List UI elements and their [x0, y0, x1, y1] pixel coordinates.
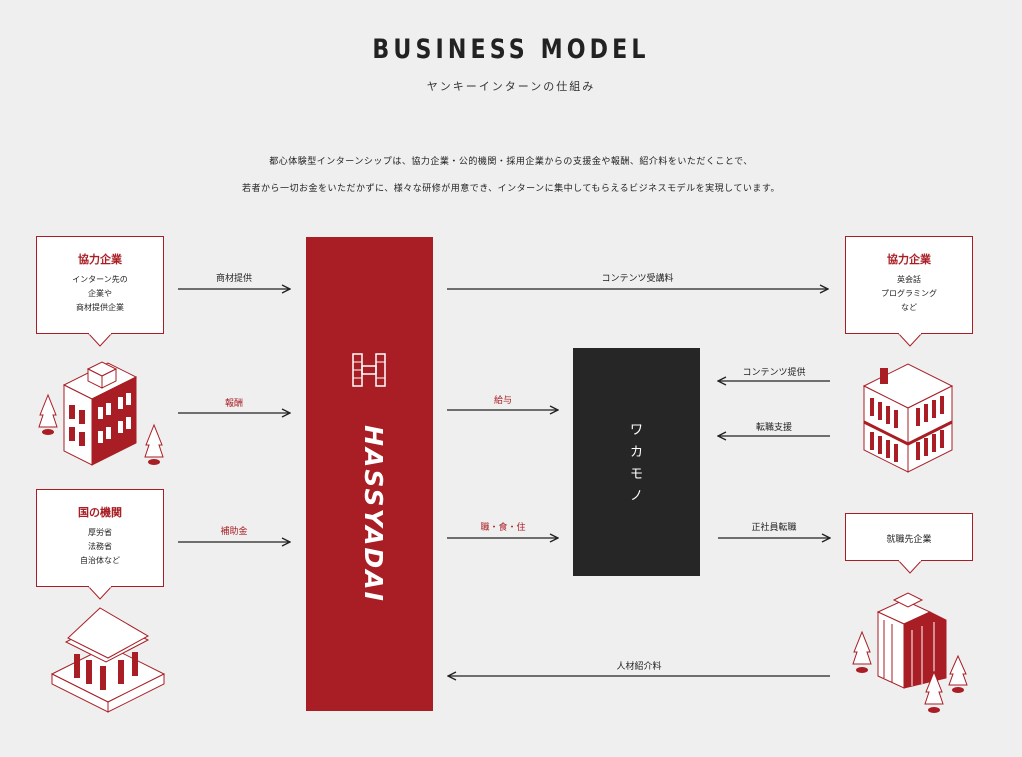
page-subtitle: ヤンキーインターンの仕組み — [426, 80, 596, 93]
callout-body: 英会話 プログラミング など — [881, 275, 937, 312]
label-career-support: 転職支援 — [755, 423, 792, 433]
tree-icon — [144, 423, 164, 465]
office-building-icon — [38, 361, 164, 466]
description-line-1: 都心体験型インターンシップは、協力企業・公的機関・採用企業からの支援金や報酬、紹… — [269, 157, 753, 167]
hassyadai-bar: HASSYADAI — [306, 237, 433, 711]
callout-government-agencies: 国の機関 厚労省 法務省 自治体など — [36, 489, 164, 587]
office-building-icon — [852, 592, 968, 713]
label-full-time-employment: 正社員転職 — [751, 523, 797, 533]
label-content-provision: コンテンツ提供 — [742, 368, 806, 378]
tree-icon — [38, 393, 58, 435]
label-product-supply: 商材提供 — [215, 274, 252, 284]
label-reward: 報酬 — [224, 399, 243, 409]
callout-title: 協力企業 — [887, 253, 931, 266]
callout-employer-companies: 就職先企業 — [845, 513, 973, 561]
wakamono-char: モ — [629, 467, 643, 482]
description-line-2: 若者から一切お金をいただかずに、様々な研修が用意でき、インターンに集中してもらえ… — [242, 184, 780, 194]
page-title: BUSINESS MODEL — [372, 34, 650, 65]
wakamono-char: カ — [629, 445, 643, 460]
callout-tail — [88, 586, 112, 600]
tree-icon — [852, 630, 872, 673]
tree-icon — [948, 654, 968, 693]
tree-icon — [924, 670, 944, 713]
callout-title: 協力企業 — [78, 253, 122, 266]
government-building-icon — [50, 607, 166, 713]
hassyadai-logo-icon — [352, 353, 386, 387]
callout-partner-companies-left: 協力企業 インターン先の 企業や 商材提供企業 — [36, 236, 164, 334]
label-referral-fee: 人材紹介料 — [616, 662, 662, 672]
wakamono-char: ノ — [629, 489, 643, 504]
label-job-food-housing: 職・食・住 — [480, 523, 526, 533]
label-salary: 給与 — [493, 396, 512, 406]
callout-tail — [88, 333, 112, 347]
callout-tail — [898, 560, 922, 574]
label-subsidy: 補助金 — [220, 527, 248, 537]
callout-body: インターン先の 企業や 商材提供企業 — [72, 275, 128, 312]
callout-title: 就職先企業 — [886, 535, 932, 545]
company-building-icon — [862, 363, 954, 473]
callout-body: 厚労省 法務省 自治体など — [80, 528, 120, 565]
label-content-fee: コンテンツ受講料 — [601, 274, 674, 284]
callout-title: 国の機関 — [78, 506, 122, 519]
wakamono-box: ワ カ モ ノ — [573, 348, 700, 576]
callout-partner-companies-right: 協力企業 英会話 プログラミング など — [845, 236, 973, 334]
callout-tail — [898, 333, 922, 347]
wakamono-char: ワ — [629, 423, 643, 438]
